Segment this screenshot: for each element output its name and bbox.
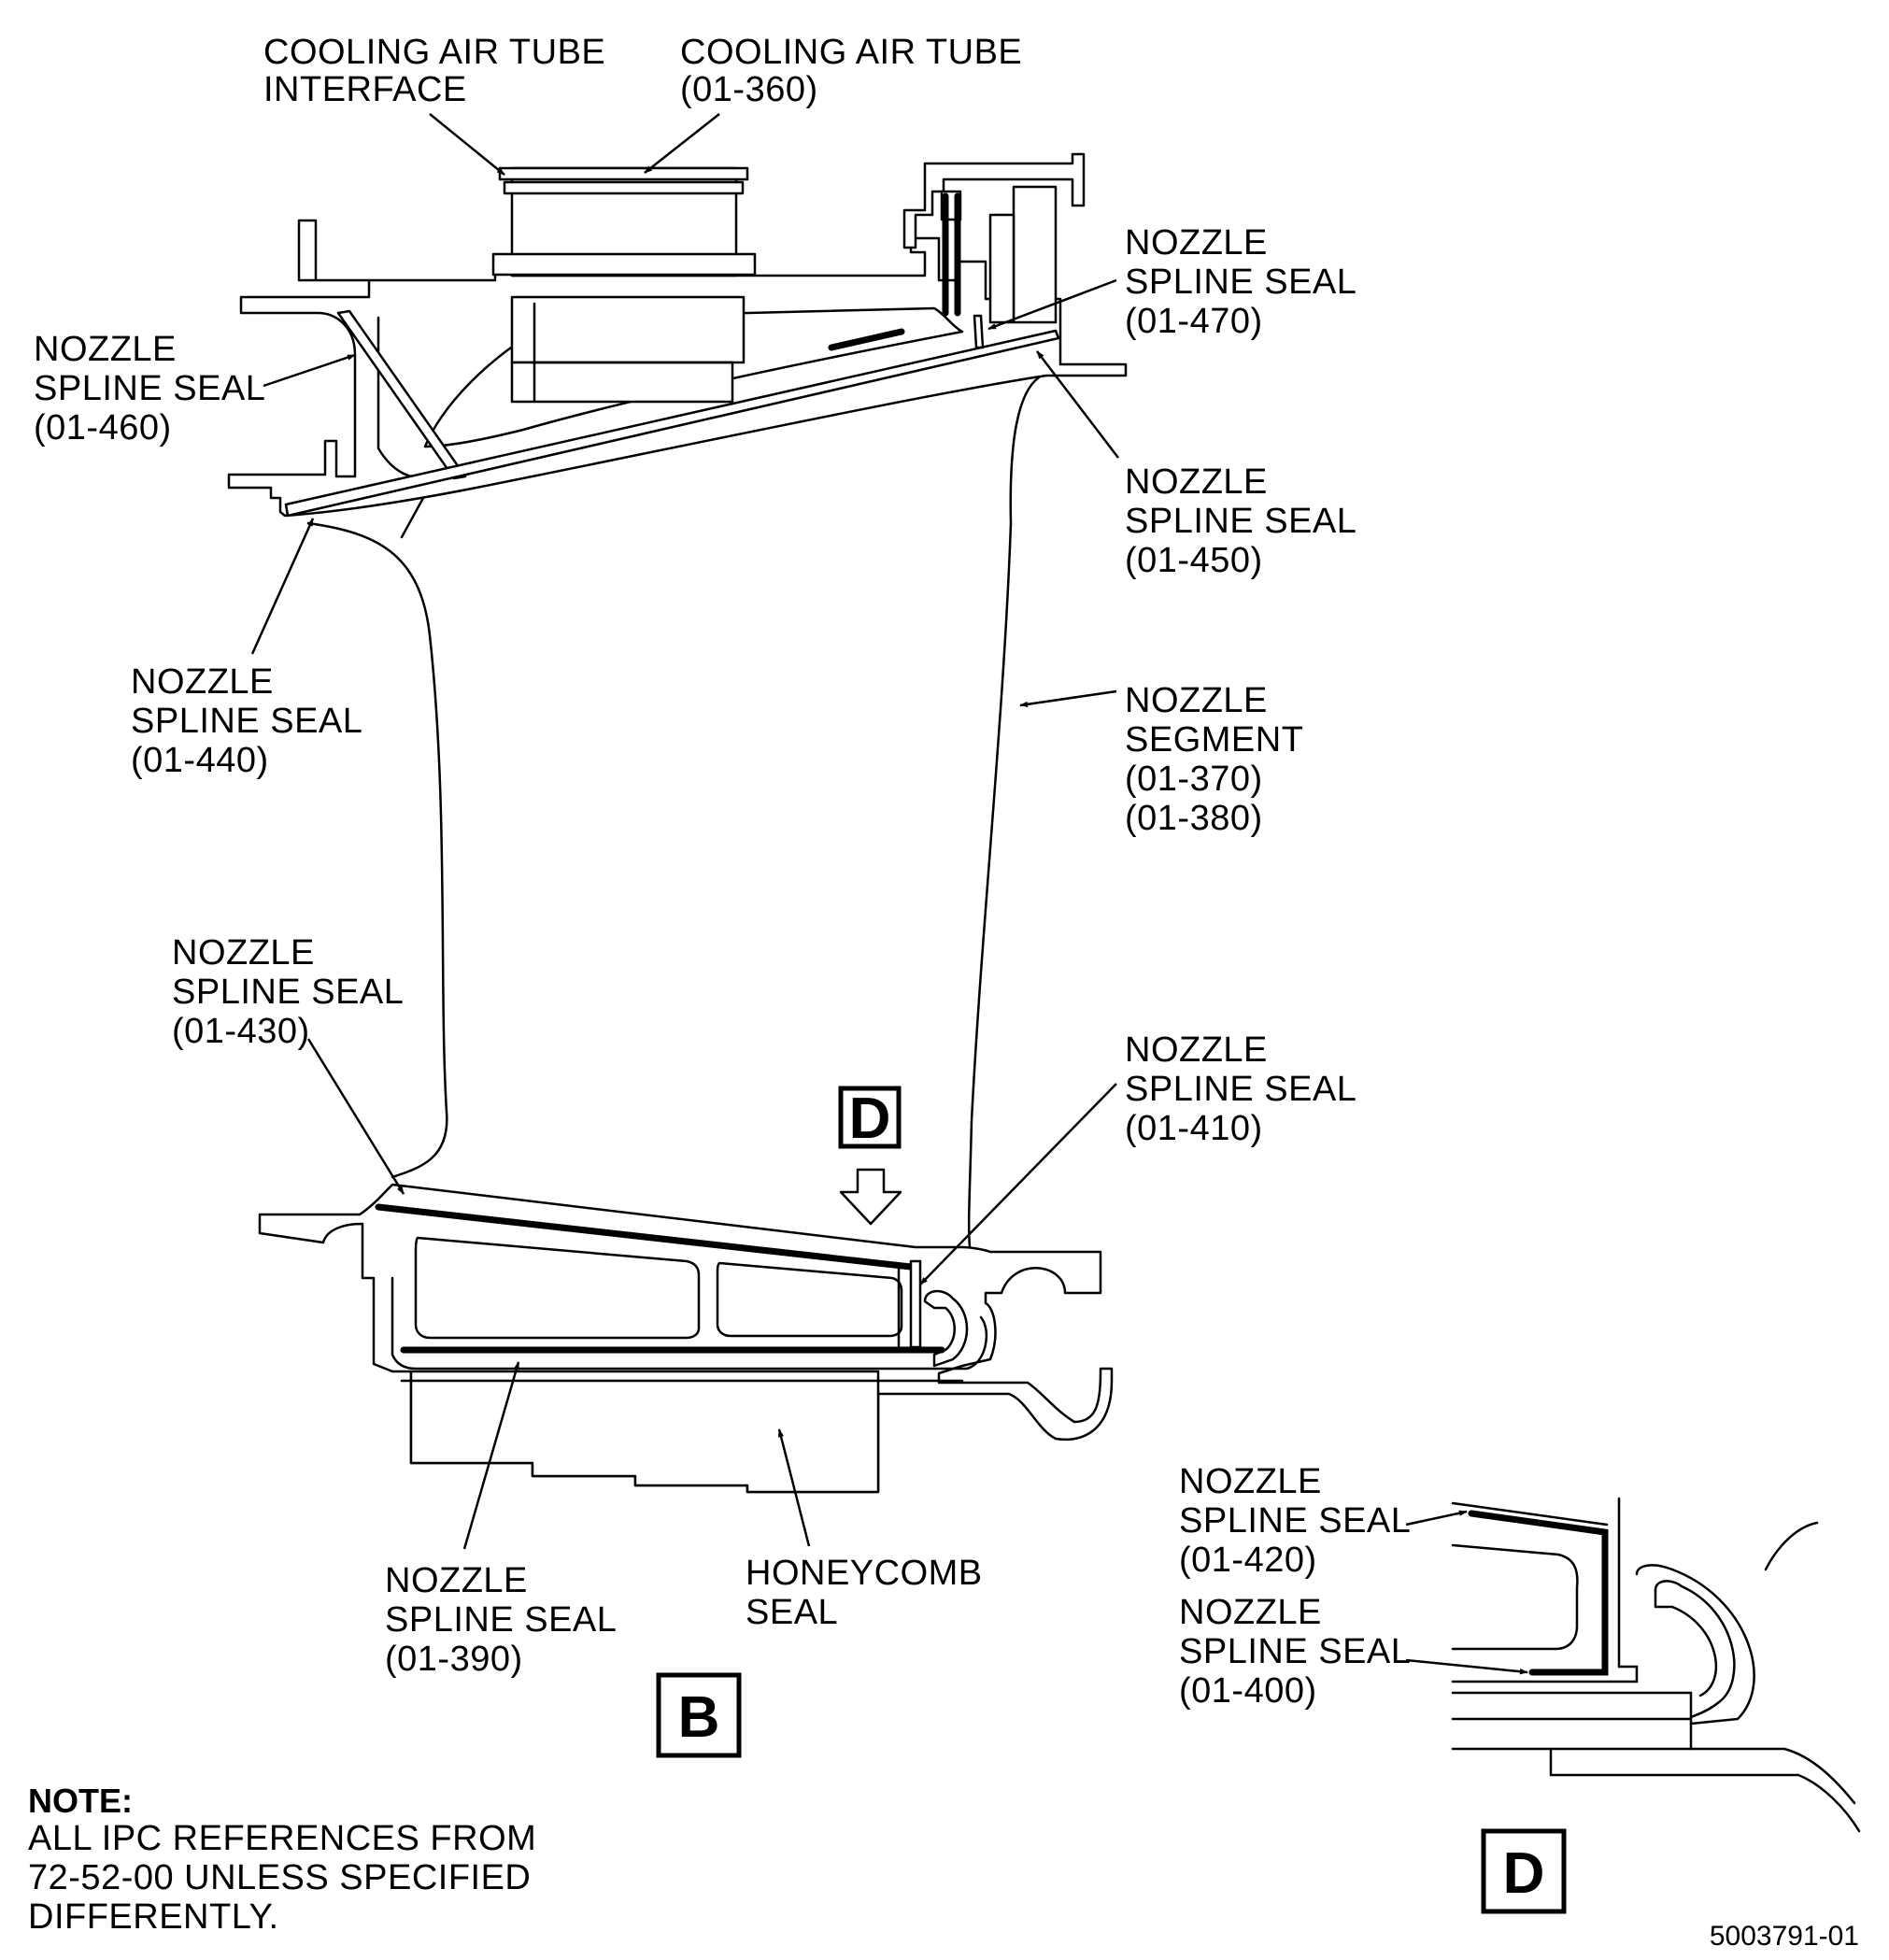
callout-labels: COOLING AIR TUBE INTERFACE COOLING AIR T… bbox=[34, 33, 1420, 1711]
spline-seal-460 bbox=[336, 309, 467, 480]
main-section-view: D B bbox=[227, 152, 1128, 1758]
honeycomb-seal bbox=[409, 1370, 880, 1494]
spline-seal-450 bbox=[284, 329, 1060, 518]
nozzle-segment-label: NOZZLE SEGMENT (01-370) (01-380) bbox=[1125, 681, 1314, 838]
spline-seal-410-label: NOZZLE SPLINE SEAL (01-410) bbox=[1125, 1030, 1366, 1148]
view-d-marker: D bbox=[1481, 1828, 1567, 1914]
spline-seal-410 bbox=[909, 1259, 922, 1349]
detail-d-callout-label: D bbox=[849, 1087, 891, 1151]
document-number: 5003791-01 bbox=[1710, 1921, 1859, 1952]
spline-seal-430-label: NOZZLE SPLINE SEAL (01-430) bbox=[172, 933, 413, 1051]
spline-seal-420-label: NOZZLE SPLINE SEAL (01-420) bbox=[1179, 1462, 1420, 1580]
note-block: NOTE: ALL IPC REFERENCES FROM 72-52-00 U… bbox=[28, 1782, 547, 1937]
outer-aft-flange bbox=[902, 152, 1086, 324]
leader-lines bbox=[250, 113, 1528, 1675]
note-body: ALL IPC REFERENCES FROM 72-52-00 UNLESS … bbox=[28, 1819, 547, 1937]
honeycomb-seal-label: HONEYCOMB SEAL bbox=[746, 1554, 993, 1632]
detail-d-callout: D bbox=[838, 1086, 902, 1226]
view-b-marker: B bbox=[656, 1672, 742, 1758]
spline-seal-400-label: NOZZLE SPLINE SEAL (01-400) bbox=[1179, 1593, 1420, 1711]
cooling-air-tube-label: COOLING AIR TUBE (01-360) bbox=[680, 33, 1032, 109]
spline-seal-390-label: NOZZLE SPLINE SEAL (01-390) bbox=[385, 1561, 626, 1679]
cooling-air-tube-interface-label: COOLING AIR TUBE INTERFACE bbox=[263, 33, 616, 109]
cooling-air-tube bbox=[491, 166, 757, 404]
nozzle-segment-airfoil bbox=[306, 521, 448, 1179]
detail-d-view: D bbox=[1451, 1497, 1861, 1914]
view-b-label: B bbox=[678, 1685, 720, 1750]
spline-seal-470-label: NOZZLE SPLINE SEAL (01-470) bbox=[1125, 223, 1366, 341]
note-heading: NOTE: bbox=[28, 1782, 133, 1820]
spline-seal-470 bbox=[973, 314, 985, 349]
spline-seal-440-label: NOZZLE SPLINE SEAL (01-440) bbox=[131, 662, 372, 780]
spline-seal-450-label: NOZZLE SPLINE SEAL (01-450) bbox=[1125, 462, 1366, 580]
spline-seal-460-label: NOZZLE SPLINE SEAL (01-460) bbox=[34, 330, 275, 447]
view-d-label: D bbox=[1503, 1841, 1545, 1906]
spline-seal-430 bbox=[375, 1203, 915, 1271]
